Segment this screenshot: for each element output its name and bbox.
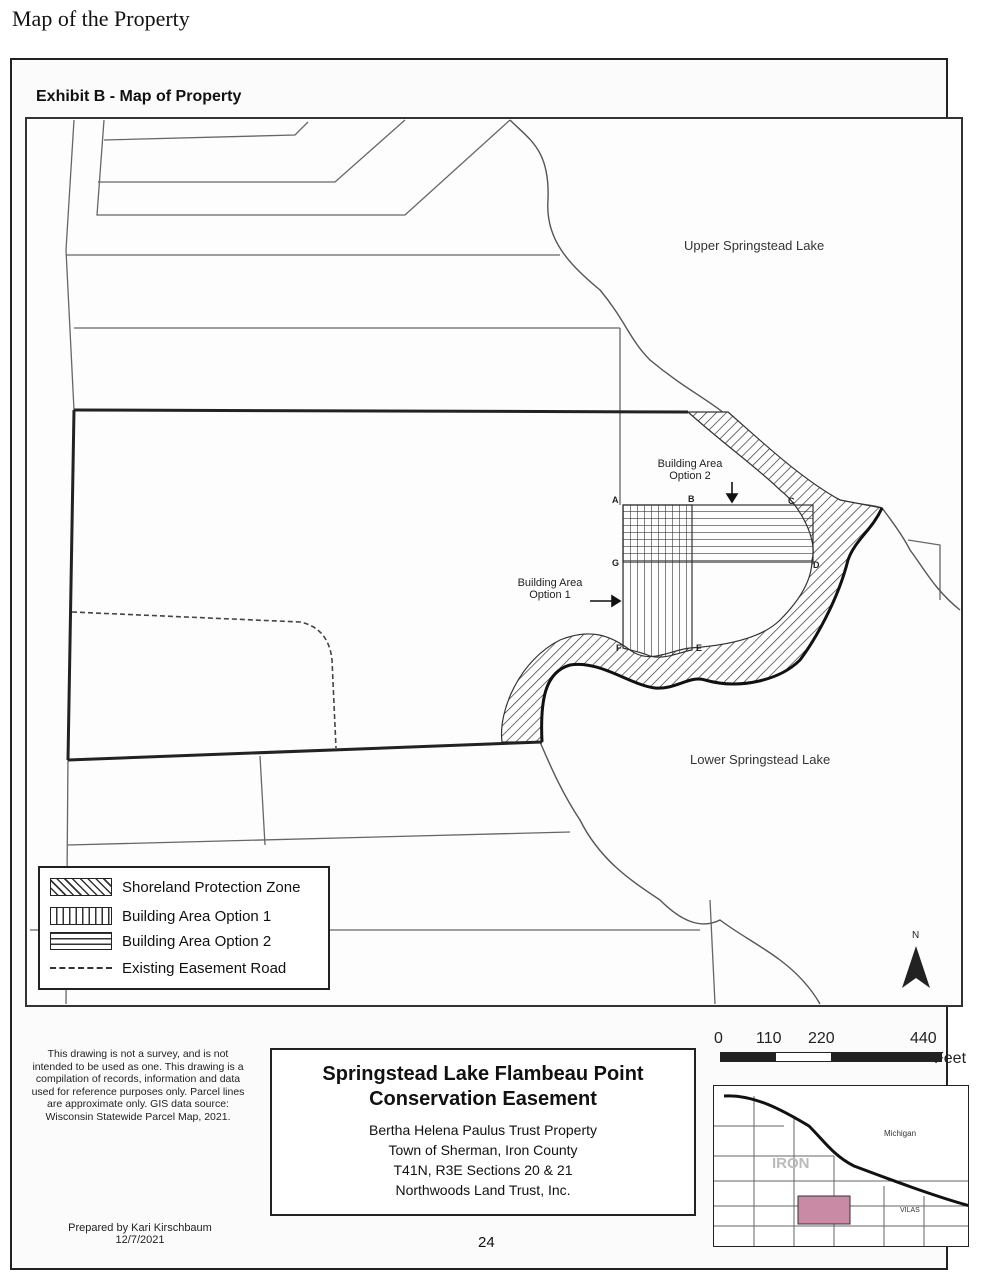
existing-easement-road: [71, 611, 337, 749]
inset-neighbor-label: VILAS: [900, 1207, 920, 1214]
legend-label: Shoreland Protection Zone: [122, 878, 301, 896]
inset-county-label: IRON: [772, 1155, 810, 1172]
inset-state-label: Michigan: [884, 1129, 916, 1138]
scale-bar-graphic: [720, 1052, 942, 1062]
locator-inset-graphic: IRON Michigan VILAS: [714, 1094, 968, 1246]
map-legend: Shoreland Protection Zone Building Area …: [38, 866, 330, 990]
option-1-swatch: [50, 907, 112, 925]
title-line-sections: T41N, R3E Sections 20 & 21: [393, 1162, 573, 1178]
title-block-title: Springstead Lake Flambeau Point Conserva…: [322, 1063, 644, 1110]
building-area-option-1-label: Building Area Option 1: [517, 577, 583, 601]
page-number: 24: [478, 1234, 495, 1251]
title-line-org: Northwoods Land Trust, Inc.: [395, 1182, 571, 1198]
disclaimer-text: This drawing is not a survey, and is not…: [31, 1048, 245, 1123]
shore-edge: [540, 507, 884, 743]
point-f: F: [616, 643, 622, 653]
property-boundary: [66, 408, 689, 762]
label-arrows: [590, 482, 739, 608]
building-area-option-1: [622, 504, 693, 658]
page-heading: Map of the Property: [12, 6, 190, 31]
scale-tick-110: 110: [756, 1030, 782, 1047]
point-g: G: [612, 558, 620, 568]
scale-bar: 0 110 220 440 Feet: [712, 1030, 982, 1075]
prepared-by: Prepared by Kari Kirschbaum 12/7/2021: [40, 1222, 240, 1246]
scale-tick-0: 0: [714, 1030, 723, 1047]
shoreland-swatch: [50, 878, 112, 896]
title-block: Springstead Lake Flambeau Point Conserva…: [270, 1048, 696, 1216]
legend-item-option-1: Building Area Option 1: [50, 905, 271, 927]
building-area-option-2-label: Building Area Option 2: [657, 458, 723, 482]
legend-item-option-2: Building Area Option 2: [50, 930, 271, 952]
point-b: B: [688, 494, 695, 504]
point-c: C: [788, 496, 795, 506]
scale-unit: Feet: [934, 1050, 967, 1067]
point-a: A: [612, 495, 619, 505]
title-line-property: Bertha Helena Paulus Trust Property: [368, 1122, 597, 1138]
locator-inset-map: IRON Michigan VILAS: [713, 1085, 969, 1247]
prepared-date: 12/7/2021: [115, 1234, 165, 1246]
road-swatch: [50, 967, 112, 969]
prepared-by-name: Prepared by Kari Kirschbaum: [68, 1222, 212, 1234]
north-label: N: [912, 930, 919, 941]
legend-label: Building Area Option 2: [122, 932, 272, 950]
north-arrow-icon: N: [902, 930, 930, 988]
title-line-town: Town of Sherman, Iron County: [388, 1142, 578, 1158]
legend-item-shoreland: Shoreland Protection Zone: [50, 876, 300, 898]
parcel-lines: [30, 119, 941, 1005]
scale-tick-440: 440: [910, 1030, 937, 1047]
scale-tick-220: 220: [808, 1030, 835, 1047]
exhibit-title: Exhibit B - Map of Property: [36, 88, 242, 105]
option-2-swatch: [50, 932, 112, 950]
legend-label: Existing Easement Road: [122, 959, 287, 977]
point-d: D: [813, 560, 820, 570]
legend-label: Building Area Option 1: [122, 907, 272, 925]
point-e: E: [696, 643, 703, 653]
legend-item-road: Existing Easement Road: [50, 957, 286, 979]
upper-lake-label: Upper Springstead Lake: [684, 238, 825, 253]
lower-lake-label: Lower Springstead Lake: [690, 752, 831, 767]
